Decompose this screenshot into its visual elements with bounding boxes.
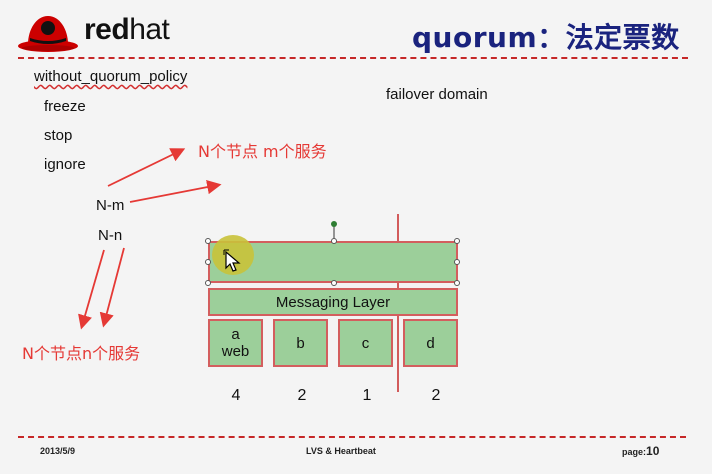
service-a-sublabel: web	[221, 343, 250, 360]
resize-handle-bc[interactable]	[331, 280, 337, 286]
resize-handle-mr[interactable]	[454, 259, 460, 265]
title-en: quorum	[412, 21, 538, 54]
service-box-a: a web	[208, 319, 263, 367]
service-b-label: b	[296, 334, 305, 352]
option-stop: stop	[44, 127, 73, 144]
page-label: page:	[622, 447, 647, 457]
option-freeze: freeze	[44, 98, 86, 115]
logo-red: red	[84, 13, 130, 46]
service-c-label: c	[361, 334, 370, 352]
footer-date: 2013/5/9	[40, 446, 76, 456]
count-b: 2	[297, 387, 307, 404]
top-divider	[18, 57, 688, 59]
note-n-nodes-n-services: N个节点n个服务	[22, 344, 141, 363]
footer-page: page:10	[622, 444, 659, 458]
arrow-to-note-m	[107, 148, 186, 187]
footer-title: LVS & Heartbeat	[306, 446, 376, 456]
n-m-label: N-m	[96, 197, 125, 214]
service-a-label: a	[231, 326, 240, 343]
note-n-nodes-m-services: N个节点 m个服务	[198, 142, 327, 161]
logo-wordmark: redhat	[84, 13, 170, 47]
count-c: 1	[362, 387, 372, 404]
title-cn: 法定票数	[565, 21, 680, 54]
service-box-d: d	[403, 319, 458, 367]
mouse-pointer-icon	[223, 249, 241, 272]
arrow-down-left	[78, 249, 105, 330]
slide-title: quorum：法定票数	[412, 16, 680, 56]
policy-label: without_quorum_policy	[34, 68, 188, 85]
count-d: 2	[431, 387, 441, 404]
resize-handle-tl[interactable]	[205, 238, 211, 244]
count-a: 4	[231, 387, 241, 404]
service-box-c: c	[338, 319, 393, 367]
logo-hat: hat	[129, 13, 170, 46]
arrow-down-right	[99, 247, 125, 328]
redhat-logo-icon	[18, 16, 78, 52]
messaging-layer-box: Messaging Layer	[208, 288, 458, 316]
rotate-handle-icon[interactable]	[331, 221, 337, 227]
arrow-to-right	[129, 179, 222, 203]
resize-handle-ml[interactable]	[205, 259, 211, 265]
title-sep: ：	[537, 21, 566, 54]
resize-handle-tc[interactable]	[331, 238, 337, 244]
n-n-label: N-n	[98, 227, 123, 244]
resize-handle-bl[interactable]	[205, 280, 211, 286]
service-box-b: b	[273, 319, 328, 367]
resize-handle-br[interactable]	[454, 280, 460, 286]
page-number: 10	[646, 444, 660, 458]
messaging-layer-label: Messaging Layer	[275, 293, 391, 311]
failover-domain-label: failover domain	[386, 86, 488, 103]
option-ignore: ignore	[44, 156, 86, 173]
resize-handle-tr[interactable]	[454, 238, 460, 244]
bottom-divider	[18, 436, 686, 438]
service-d-label: d	[426, 334, 435, 352]
